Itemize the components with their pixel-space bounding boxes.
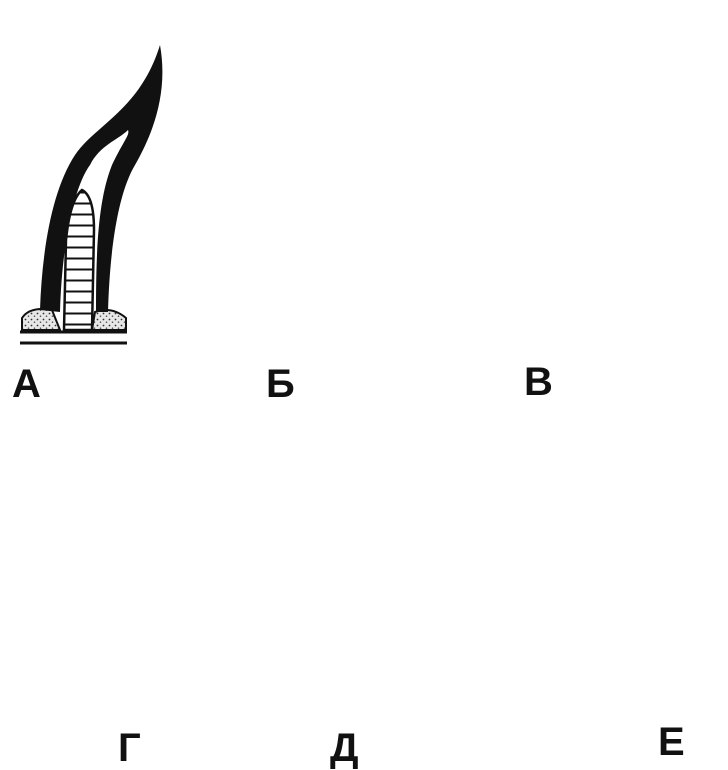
panel-label-b: Б — [266, 364, 295, 404]
panel-a-diagram — [20, 45, 162, 343]
panel-label-v: В — [524, 362, 553, 402]
panel-label-g: Г — [118, 728, 141, 768]
panel-label-d: Д — [330, 728, 359, 768]
panel-label-a: А — [12, 364, 41, 404]
panel-label-e: Е — [658, 722, 685, 762]
panel-a-black-sheath — [40, 45, 162, 312]
